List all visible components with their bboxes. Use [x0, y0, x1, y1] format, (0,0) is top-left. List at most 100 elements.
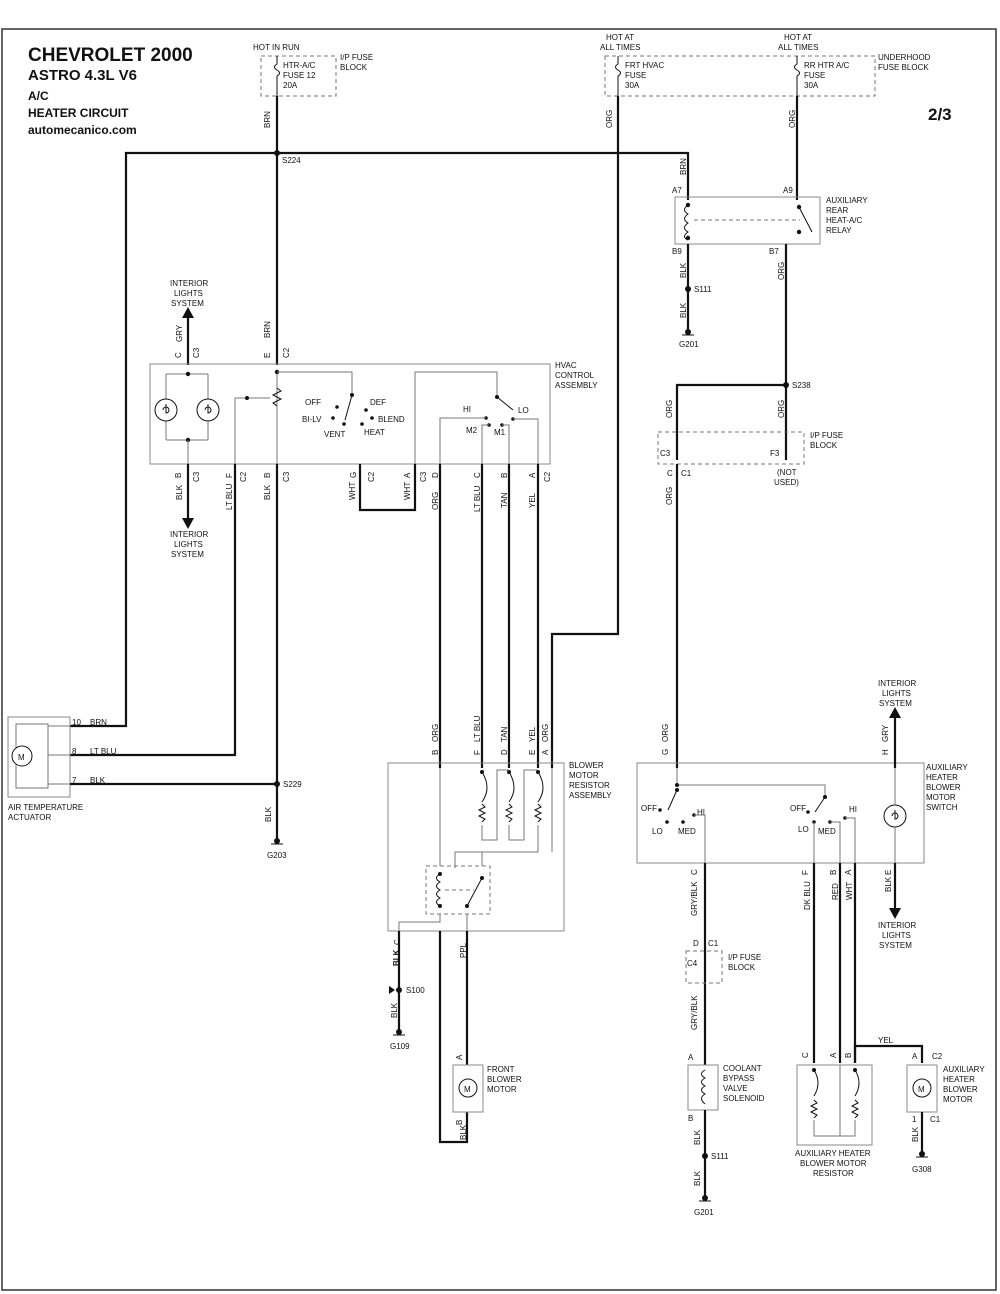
ip-fuse-2-f3: F3 [770, 449, 780, 458]
air-temp-brn: BRN [90, 718, 107, 727]
aux-sw1-lo: LO [652, 827, 663, 836]
res-chain-1 [481, 769, 509, 841]
coolant-label-2: BYPASS [723, 1074, 754, 1083]
aux-switch-pin-g: G [661, 749, 670, 755]
splice-s238-label: S238 [792, 381, 811, 390]
ip-fuse-3-c4: C4 [687, 959, 698, 968]
hot-at-all-times-2: ALL TIMES [600, 43, 640, 52]
aux-motor-pin-a: A [912, 1052, 918, 1061]
speed-lo-line [513, 418, 539, 464]
speed-switch-blade [496, 396, 514, 411]
front-blower-label-2: BLOWER [487, 1075, 522, 1084]
wire-label-brn-2: BRN [679, 158, 688, 175]
wire-yel-aux-motor [853, 1044, 924, 1063]
air-temp-motor-icon [11, 745, 33, 767]
int-lights-3-b: LIGHTS [882, 689, 911, 698]
hvac-c2-a2: C2 [543, 471, 552, 482]
wire-label-gry-1: GRY [175, 324, 184, 342]
int-lights-1-b: LIGHTS [174, 289, 203, 298]
wire-label-dkblu: DK BLU [803, 881, 812, 910]
title-make: CHEVROLET 2000 [28, 45, 193, 66]
aux-motor-label-3: BLOWER [943, 1085, 978, 1094]
hot-at-all-times-1: HOT AT [606, 33, 634, 42]
frt-fuse-3: 30A [625, 81, 640, 90]
relay-contact [798, 206, 813, 233]
res-chain-3 [454, 825, 539, 868]
splice-s100 [396, 987, 402, 993]
arrow-down-lights [182, 518, 194, 529]
int-lights-1-a: INTERIOR [170, 279, 208, 288]
relay-label-2: REAR [826, 206, 848, 215]
ip-fuse-2-c3: C3 [660, 449, 671, 458]
aux-sw-feed-dot [675, 783, 679, 787]
ip-fuse-3-label-2: BLOCK [728, 963, 756, 972]
aux-motor-label-1: AUXILIARY [943, 1065, 985, 1074]
aux-resistor-box [796, 1064, 873, 1146]
aux-sw1-hi: HI [697, 808, 705, 817]
aux-sw1-dot-lo [665, 820, 669, 824]
air-temp-pin10: 10 [72, 718, 81, 727]
lim-dot-1 [480, 770, 484, 774]
aux-sw1-off: OFF [641, 804, 657, 813]
hvac-pin-b3: B [500, 473, 509, 478]
ip-fuse-2-c1: C1 [681, 469, 692, 478]
front-blower-label-1: FRONT [487, 1065, 515, 1074]
splice-s111-bottom-label: S111 [711, 1152, 729, 1161]
wire-brn-to-actuator [70, 151, 277, 728]
wire-label-blk-g308: BLK [911, 1126, 920, 1142]
front-blower-motor-icon [458, 1078, 478, 1098]
front-blower-pin-a: A [455, 1054, 464, 1060]
coolant-valve-box [687, 1064, 719, 1111]
mode-bilv: BI-LV [302, 415, 322, 424]
splice-s224-label: S224 [282, 156, 301, 165]
air-temp-ltblu: LT BLU [90, 747, 117, 756]
rheo-wiper [234, 397, 270, 464]
wire-label-ltblu-2: LT BLU [473, 485, 482, 512]
hot-in-run: HOT IN RUN [253, 43, 300, 52]
ground-g109-label: G109 [390, 1042, 410, 1051]
aux-res-dot-1 [812, 1068, 816, 1072]
relay-label-4: RELAY [826, 226, 852, 235]
int-lights-4-a: INTERIOR [878, 921, 916, 930]
wire-label-tan-1: TAN [500, 492, 509, 508]
hvac-pin-a2: A [528, 472, 537, 478]
aux-sw2-lo: LO [798, 825, 809, 834]
ground-g201-top-label: G201 [679, 340, 699, 349]
speed-lo: LO [518, 406, 529, 415]
frt-fuse-1: FRT HVAC [625, 61, 664, 70]
bulb-dot-top [185, 371, 191, 377]
resistor-3 [533, 803, 543, 823]
wire-label-blk-3: BLK [264, 806, 273, 822]
int-lights-4-b: LIGHTS [882, 931, 911, 940]
relay-dot-4 [796, 229, 802, 235]
aux-switch-org: ORG [661, 724, 670, 742]
mode-vent: VENT [324, 430, 345, 439]
aux-res-dot-2 [853, 1068, 857, 1072]
hvac-pin-c: C [473, 472, 482, 478]
wire-ltblu-actuator [70, 464, 237, 757]
hvac-c3-b1: C3 [192, 471, 201, 482]
aux-switch-label-4: MOTOR [926, 793, 956, 802]
aux-sw1-out [694, 814, 706, 863]
ground-g308-label: G308 [912, 1165, 932, 1174]
wire-label-brn-3: BRN [263, 321, 272, 338]
aux-sw2-off: OFF [790, 804, 806, 813]
speed-hi: HI [463, 405, 471, 414]
relay-pin-b7: B7 [769, 247, 779, 256]
mode-dot-off [335, 405, 339, 409]
blower-relay-gnd [398, 914, 441, 931]
wire-label-org-2: ORG [788, 110, 797, 128]
aux-motor-m: M [918, 1085, 925, 1094]
front-blower-m: M [464, 1085, 471, 1094]
aux-sw2-med-out [830, 821, 841, 863]
air-temp-motor-m: M [18, 753, 25, 762]
mode-switch-blade [344, 394, 353, 421]
aux-sw2-pivot [823, 795, 827, 799]
mode-pivot [350, 393, 354, 397]
wire-label-org-5: ORG [777, 400, 786, 418]
wire-label-ppl: PPL [459, 942, 468, 958]
blower-res-tan: TAN [500, 726, 509, 742]
hvac-label-1: HVAC [555, 361, 577, 370]
aux-res-resistor-1 [809, 1099, 819, 1119]
blower-relay-dot-1 [438, 872, 442, 876]
